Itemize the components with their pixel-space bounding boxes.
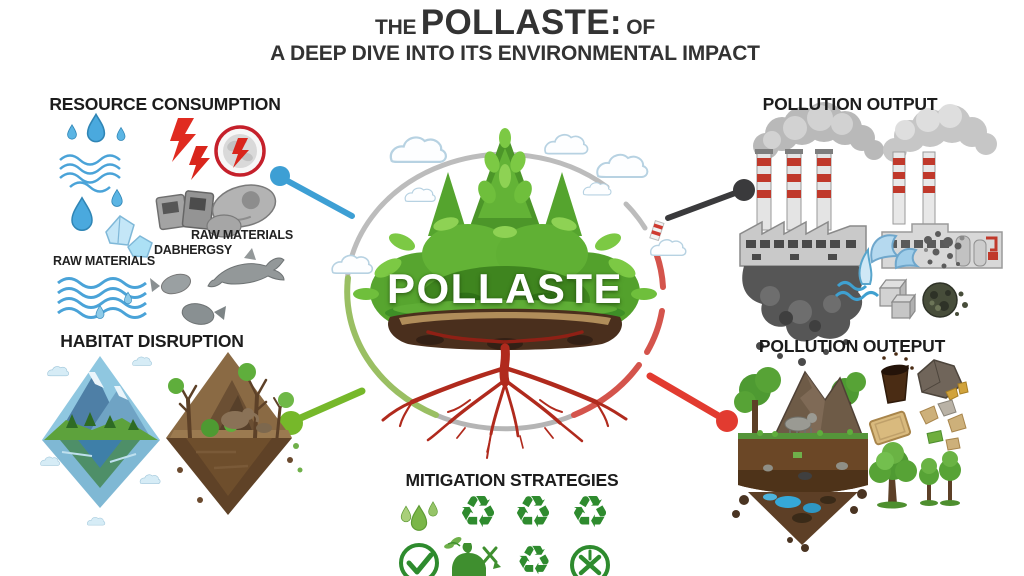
polluted-island-icon xyxy=(742,266,864,383)
check-circle-icon xyxy=(399,543,439,576)
water-waves-icon xyxy=(59,154,121,193)
label-raw-materials-left: RAW MATERIALS xyxy=(52,254,156,268)
water-drops-icon xyxy=(67,113,126,143)
heading-pollution-output-bottom: POLLUTION OUTEPUT xyxy=(758,336,946,356)
sea-waves-icon xyxy=(834,247,880,301)
machinery-icon xyxy=(155,190,215,231)
mini-chimney-icon xyxy=(649,220,665,242)
label-dabhergsy: DABHERGSY xyxy=(153,243,233,257)
waves-drops-icon xyxy=(57,277,147,319)
connector-dark xyxy=(665,179,755,221)
compost-bag-icon xyxy=(444,537,501,576)
fish-icon xyxy=(150,273,226,325)
smokestack-factory-icon xyxy=(739,149,867,267)
connector-blue xyxy=(270,166,355,219)
deforested-island-icon xyxy=(166,352,303,515)
trash-ball-icon xyxy=(922,282,968,318)
title-main: POLLASTE: xyxy=(420,3,622,42)
factory-icon xyxy=(881,104,1003,269)
water-crystals-icon xyxy=(71,189,153,258)
recycle-icon: ♻ xyxy=(458,487,498,538)
no-waste-circle-icon xyxy=(570,545,610,576)
title-prefix: THE xyxy=(374,16,417,39)
mountain-island-icon xyxy=(40,356,161,526)
trash-pot-icon xyxy=(881,352,914,404)
title-line-1: THE POLLASTE: OF xyxy=(270,3,760,42)
recycle-icon: ♻ xyxy=(570,487,610,538)
wave-curl-icon xyxy=(870,234,921,270)
green-drops-icon xyxy=(400,501,438,531)
heading-pollution-output-top: POLLUTION OUTPUT xyxy=(762,94,938,114)
heading-mitigation-strategies: MITIGATION STRATEGIES xyxy=(405,470,619,490)
recycle-icon: ♻ xyxy=(516,538,552,576)
recycle-icon: ♻ xyxy=(513,487,553,538)
roots-illustration xyxy=(381,330,628,459)
particle-cluster-icon xyxy=(924,231,965,269)
rock-debris-icon xyxy=(917,359,969,401)
pollaste-plant-illustration xyxy=(353,128,657,350)
waste-cubes-icon xyxy=(878,278,917,320)
title-subtitle: A DEEP DIVE INTO ITS ENVIRONMENTAL IMPAC… xyxy=(270,41,760,65)
energy-globe-icon xyxy=(214,125,266,177)
tree-icon xyxy=(869,442,961,509)
heading-habitat-disruption: HABITAT DISRUPTION xyxy=(60,331,244,351)
lightning-bolts-icon xyxy=(170,118,210,180)
degraded-land-icon xyxy=(732,367,868,552)
factory-smoke-icon xyxy=(753,102,884,160)
title-suffix: OF xyxy=(626,16,656,39)
page-title: THE POLLASTE: OF A DEEP DIVE INTO ITS EN… xyxy=(270,3,760,65)
center-pollaste-label: POLLASTE xyxy=(386,265,624,312)
litter-icon xyxy=(919,399,967,451)
label-raw-materials-right: RAW MATERIALS xyxy=(190,228,294,242)
heading-resource-consumption: RESOURCE CONSUMPTION xyxy=(49,94,281,114)
connector-red xyxy=(646,372,738,432)
appliances-icon xyxy=(206,184,277,238)
dolphin-icon xyxy=(207,248,285,288)
cardboard-icon xyxy=(868,410,912,446)
